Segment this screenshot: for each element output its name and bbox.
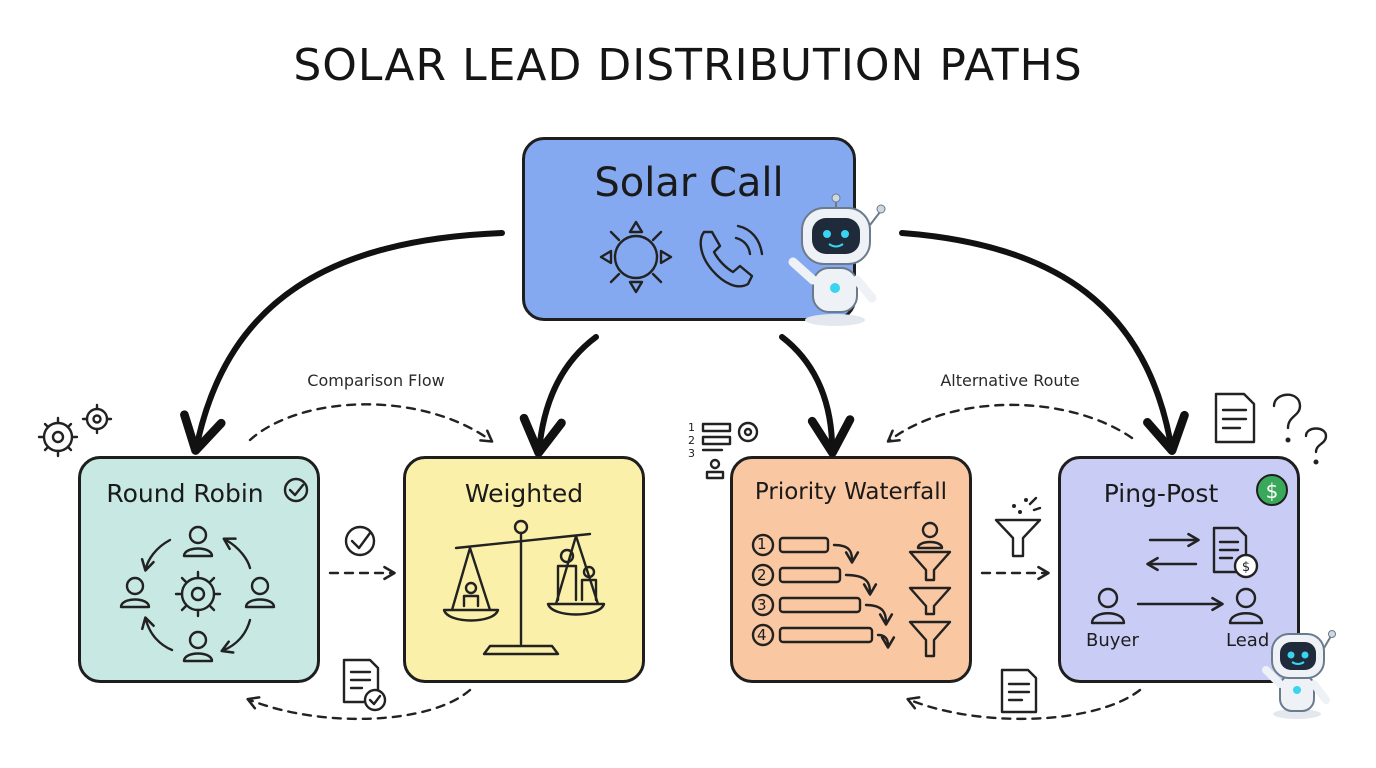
lead-label: Lead: [1226, 630, 1270, 651]
side-list-number-2: 2: [688, 434, 695, 447]
solar-call-label: Solar Call: [594, 160, 784, 206]
document-check-icon: [342, 658, 387, 712]
step-number-2: 2: [757, 566, 767, 584]
ping-post-label: Ping-Post: [1103, 479, 1219, 508]
alternative-route-arrow: [886, 403, 1134, 443]
solar-call-box: Solar Call: [522, 137, 856, 321]
pp-back-dashed: [906, 688, 1142, 721]
round-robin-label: Round Robin: [106, 479, 264, 508]
round-robin-box: Round Robin: [78, 456, 320, 683]
weighted-back-dashed: [246, 688, 472, 721]
comparison-flow-label: Comparison Flow: [307, 371, 445, 390]
document-icon: [1000, 668, 1038, 714]
step-number-4: 4: [757, 626, 767, 644]
gears-icon: [37, 403, 113, 458]
weighted-label: Weighted: [464, 479, 584, 508]
weighted-box: Weighted: [403, 456, 645, 683]
priority-waterfall-label: Priority Waterfall: [754, 479, 948, 505]
side-list-number-3: 3: [688, 447, 695, 460]
arrow-to-round-robin: [180, 230, 505, 455]
approval-check-icon: [344, 525, 376, 557]
side-list-number-1: 1: [688, 421, 695, 434]
person-icon: [705, 458, 725, 480]
alternative-route-label: Alternative Route: [940, 371, 1080, 390]
document-question-icon: [1214, 392, 1328, 465]
step-number-1: 1: [757, 535, 767, 553]
comparison-flow-arrow: [248, 403, 494, 443]
ping-post-box: Ping-Post: [1058, 456, 1300, 683]
diagram-title: SOLAR LEAD DISTRIBUTION PATHS: [293, 40, 1083, 91]
arrow-to-weighted: [519, 334, 599, 458]
arrow-to-priority: [779, 334, 855, 458]
arrow-to-ping-post: [899, 230, 1189, 455]
step-number-3: 3: [757, 596, 767, 614]
buyer-label: Buyer: [1086, 630, 1139, 651]
funnel-sparkle-icon: [994, 496, 1042, 558]
